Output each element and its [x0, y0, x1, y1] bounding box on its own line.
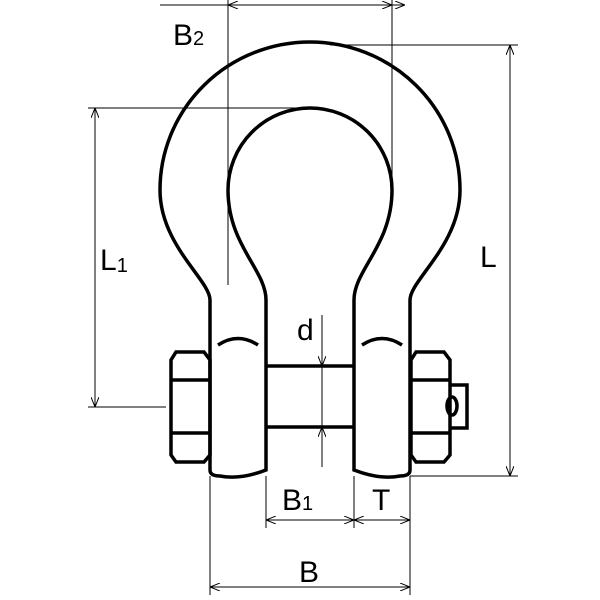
- label-b1: B1: [282, 484, 313, 517]
- label-d: d: [297, 314, 314, 347]
- label-b2: B2: [173, 19, 204, 52]
- shackle-body: [158, 40, 462, 479]
- pin-head-nut: [169, 350, 212, 464]
- label-l1: L1: [100, 244, 128, 277]
- pin: [266, 364, 354, 429]
- label-t: T: [372, 484, 390, 517]
- cotter-pin: [445, 383, 469, 430]
- label-b: B: [299, 556, 319, 589]
- nut: [409, 350, 452, 464]
- label-l: L: [480, 241, 497, 274]
- dimension-lines: [88, 0, 518, 595]
